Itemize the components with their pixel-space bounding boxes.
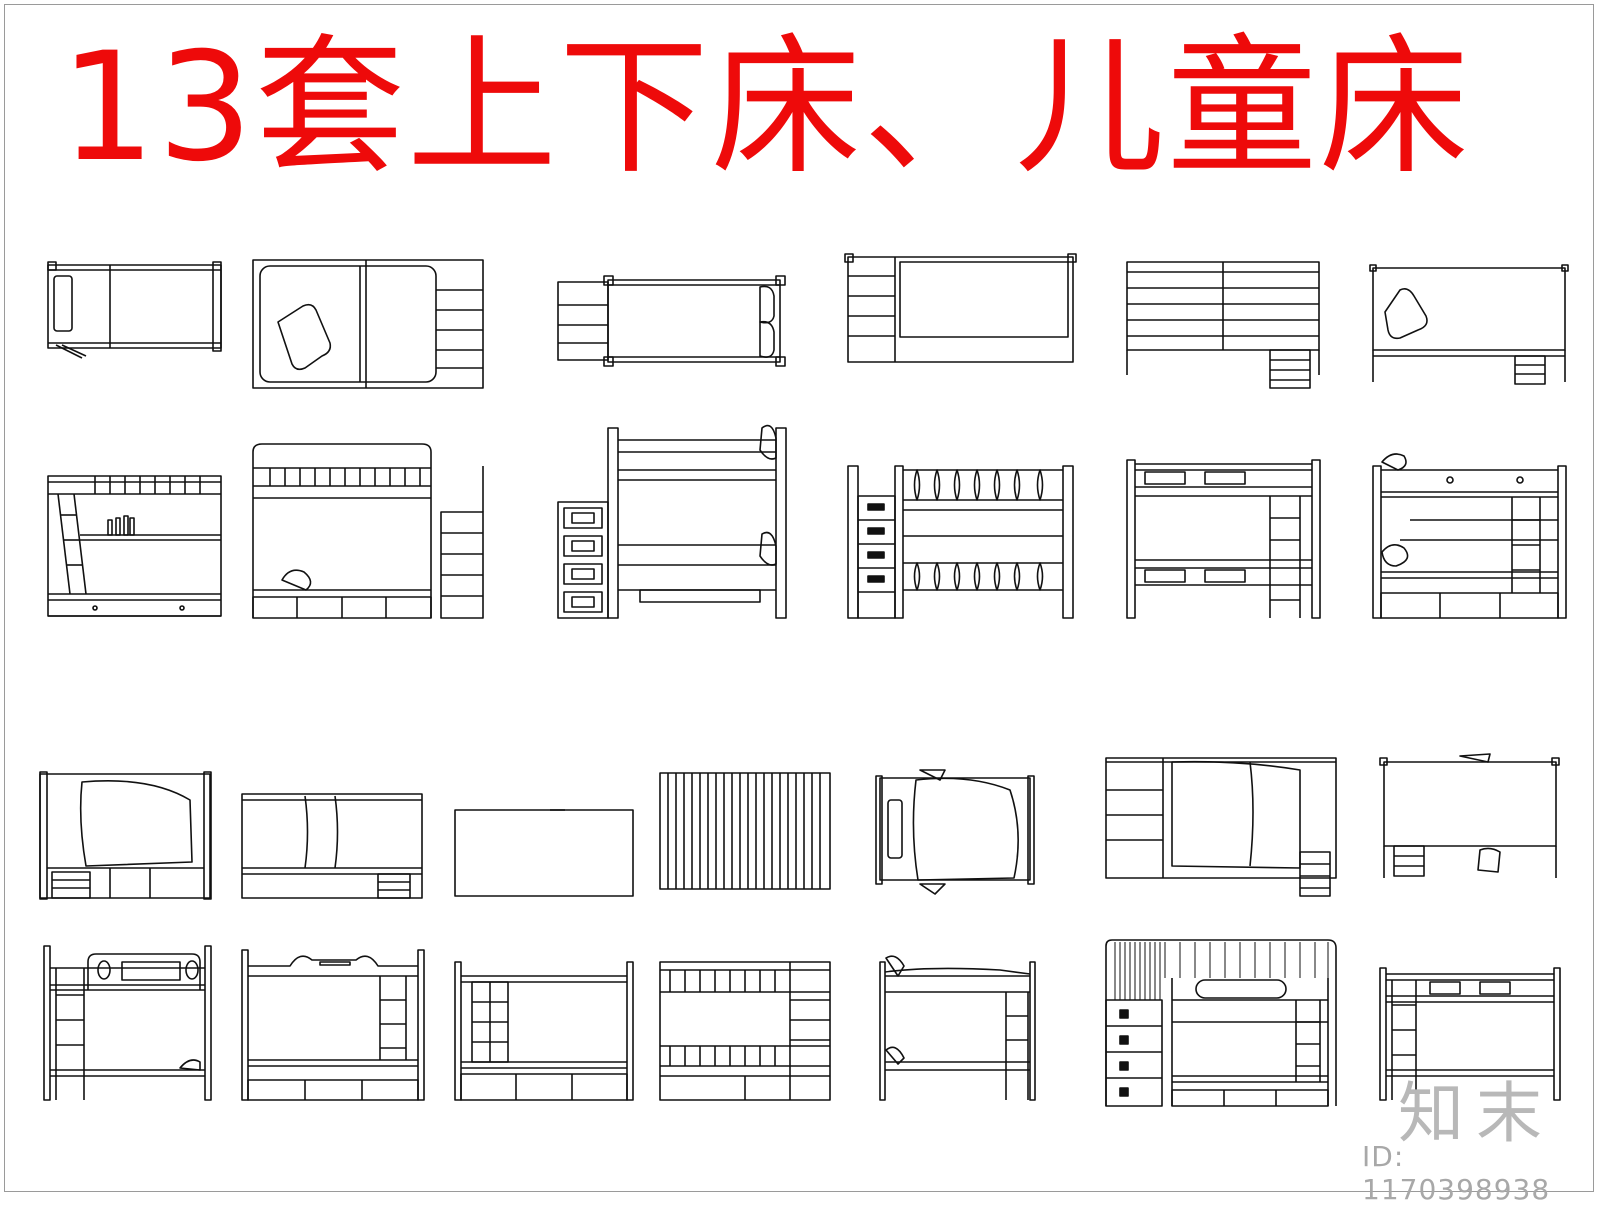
bed-plan-blanket	[875, 769, 1035, 895]
bunk-porthole	[43, 945, 212, 1101]
bed-plan-steps	[557, 275, 786, 367]
bed-plan-loft	[1369, 264, 1569, 385]
watermark-id: ID: 1170398938	[1362, 1140, 1551, 1206]
bed-plan-storage	[252, 259, 484, 389]
bunk-loft-desk	[1372, 453, 1567, 619]
bed-plan-slats	[1126, 261, 1320, 389]
bed-plan-drawers	[844, 253, 1077, 363]
drawing-frame	[4, 4, 1594, 1192]
watermark-logo: 知末	[1398, 1075, 1554, 1152]
bed-plan	[47, 261, 222, 359]
bunk-baluster	[847, 465, 1074, 619]
page-title: 13套上下床、儿童床	[60, 21, 1471, 195]
bed-plan-vertical-slats	[659, 772, 831, 890]
bed-plan-duvet	[39, 771, 212, 900]
bunk-metal	[879, 955, 1036, 1101]
bed-plan-loft-2	[1379, 753, 1560, 878]
bed-plan-wardrobe	[1105, 757, 1337, 897]
bed-plan-plain	[454, 809, 634, 897]
bunk-shelf-ladder	[47, 475, 222, 617]
bunk-ladder-rail	[1379, 967, 1561, 1101]
bunk-wardrobe	[1105, 939, 1337, 1107]
bed-plan-double	[241, 793, 423, 899]
bunk-side-ladder	[1126, 459, 1321, 619]
bunk-side-stairs	[252, 443, 484, 619]
bunk-arched	[241, 949, 425, 1101]
bunk-cabinet	[454, 961, 634, 1101]
bunk-drawer-steps	[557, 424, 787, 619]
bunk-rail	[659, 961, 831, 1101]
